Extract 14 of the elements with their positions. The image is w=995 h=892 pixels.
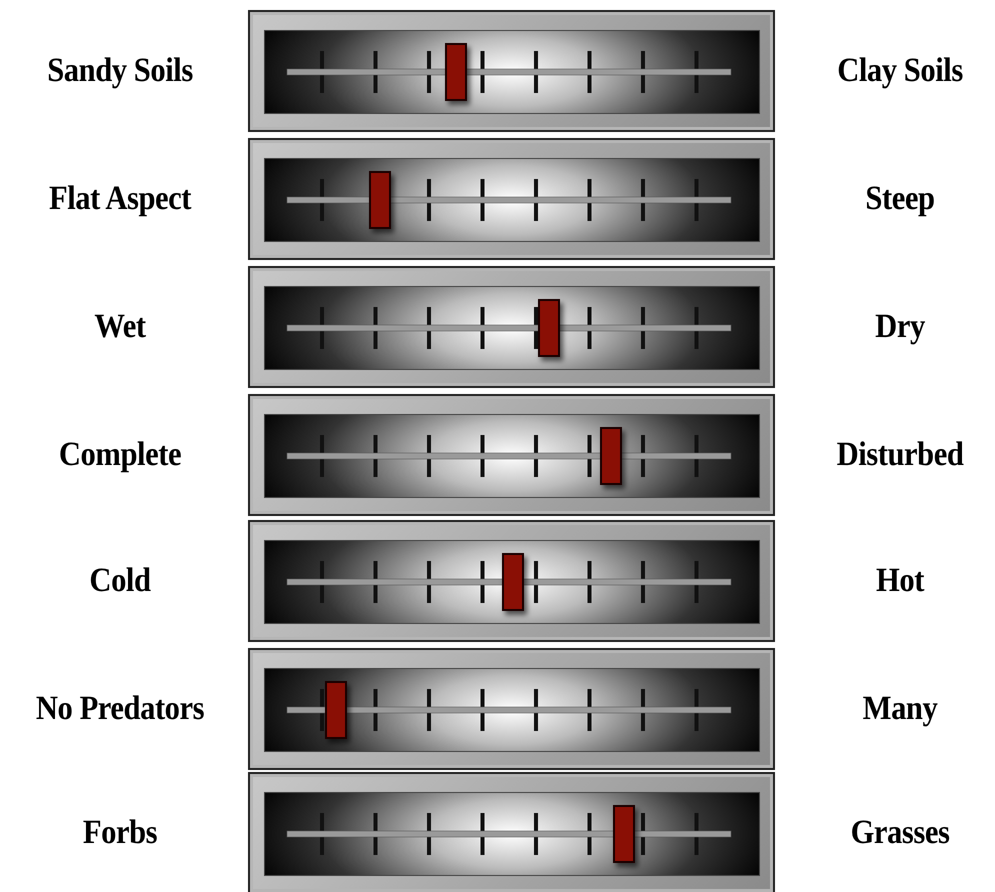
slider-end-label: Hot: [876, 562, 924, 600]
slider-end-label: Dry: [875, 308, 925, 346]
slider-end-label: Flat Aspect: [48, 180, 192, 218]
slider-end-label: Sandy Soils: [47, 52, 193, 90]
slider-end-label: Cold: [89, 562, 151, 600]
slider-end-label: Forbs: [82, 814, 158, 852]
slider-end-label: No Predators: [36, 690, 204, 728]
slider-end-label: Steep: [865, 180, 935, 218]
slider-end-label: Disturbed: [836, 436, 964, 474]
slider-end-label: Wet: [94, 308, 146, 346]
slider-end-label: Clay Soils: [837, 52, 963, 90]
slider-end-label: Many: [862, 690, 938, 728]
slider-end-label: Grasses: [850, 814, 950, 852]
slider-end-label: Complete: [58, 436, 182, 474]
